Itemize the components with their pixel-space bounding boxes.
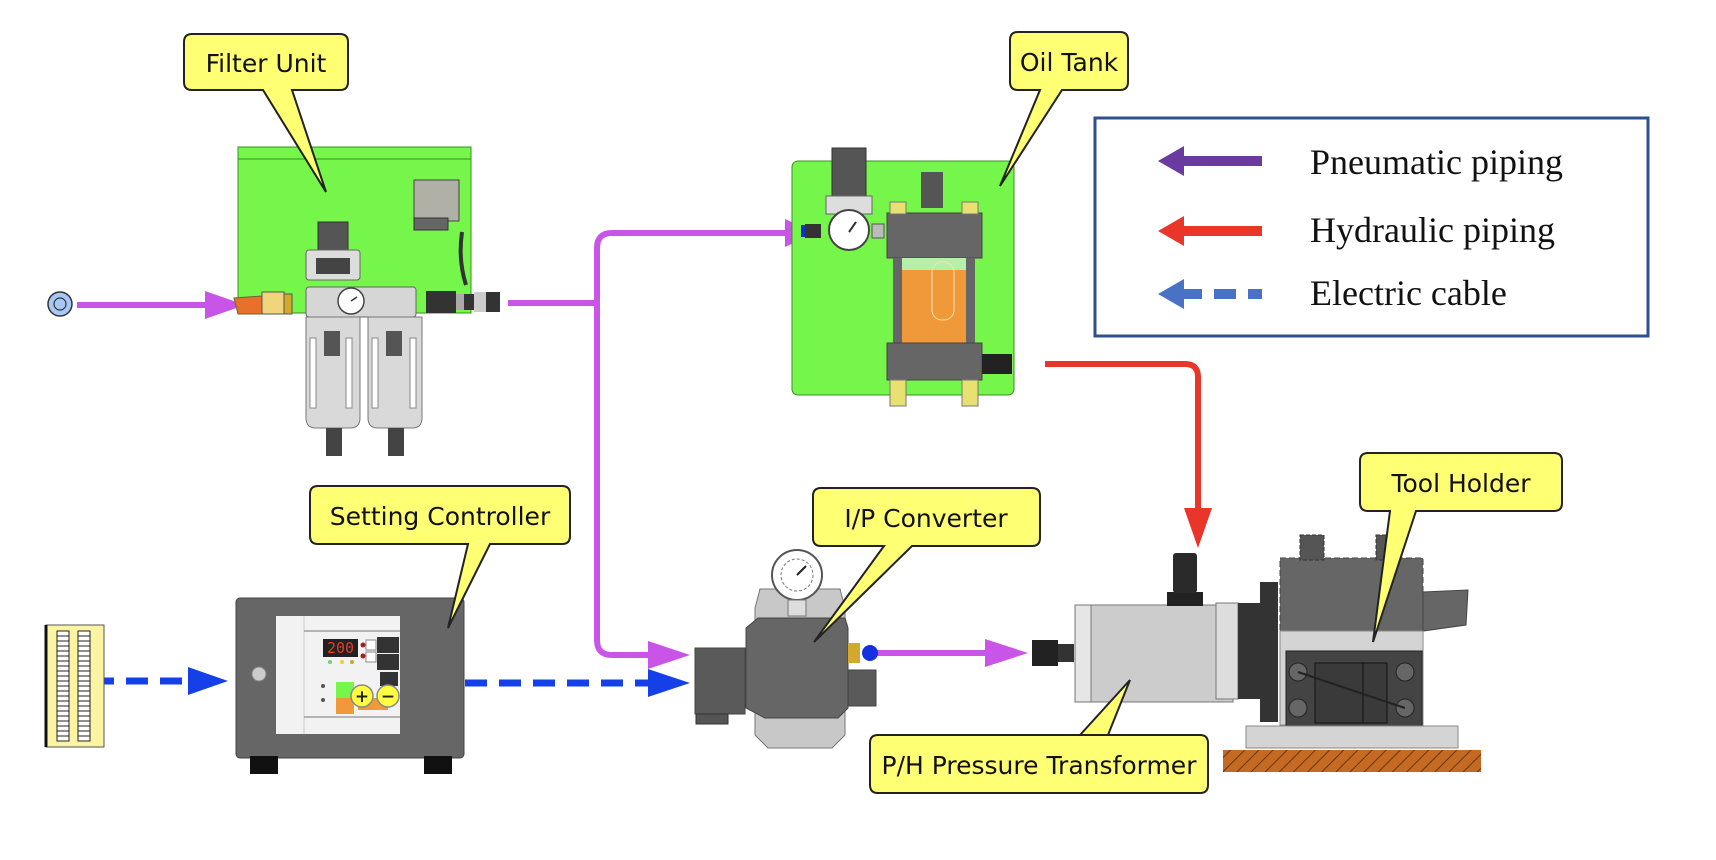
arrowhead: [1184, 508, 1212, 548]
legend-item-pneumatic: Pneumatic piping: [1158, 142, 1563, 182]
arrowhead: [985, 639, 1028, 667]
legend-label: Electric cable: [1310, 273, 1507, 313]
legend-arrow-icon: [1158, 146, 1184, 176]
ground-base: [1223, 750, 1481, 772]
electric-cables: [92, 667, 690, 697]
minus-button[interactable]: [376, 684, 400, 708]
arrowhead: [648, 641, 690, 669]
callout-ph-transformer: P/H Pressure Transformer: [869, 679, 1209, 794]
legend-arrow-icon: [1158, 279, 1184, 309]
arrowhead: [648, 669, 690, 697]
legend-item-electric: Electric cable: [1158, 273, 1507, 313]
minus-symbol: −: [381, 687, 395, 707]
callout-ip-converter: I/P Converter: [812, 487, 1041, 643]
callout-oil-tank: Oil Tank: [999, 31, 1129, 187]
setting-controller: 200 + −: [235, 597, 465, 774]
filter-unit: [233, 146, 500, 456]
callout-tool-holder: Tool Holder: [1359, 452, 1563, 643]
hydraulic-pipe: [1045, 361, 1212, 548]
callout-setting-controller: Setting Controller: [309, 485, 571, 629]
arrowhead: [188, 667, 228, 695]
callout-label: Oil Tank: [1020, 48, 1119, 77]
terminal-block: [44, 624, 105, 748]
callout-label: Setting Controller: [330, 502, 551, 531]
ip-converter: [694, 549, 878, 749]
digital-display: [323, 639, 358, 657]
plus-symbol: +: [355, 687, 369, 707]
pipe-junction-to-oiltank: [594, 230, 785, 303]
legend-item-hydraulic: Hydraulic piping: [1158, 210, 1555, 250]
arrowhead: [205, 291, 245, 319]
callout-label: Filter Unit: [206, 49, 327, 78]
display-value: 200: [327, 639, 354, 657]
oil-tank: [791, 147, 1015, 407]
pipe-junction-to-ipconverter: [594, 303, 650, 658]
legend: Pneumatic piping Hydraulic piping Electr…: [1093, 116, 1650, 338]
legend-arrow-icon: [1158, 216, 1184, 246]
air-supply-port: [47, 291, 73, 317]
pneumatic-pipes: [77, 230, 985, 658]
pipe-oiltank-to-transformer: [1045, 361, 1201, 508]
power-switch[interactable]: [251, 666, 267, 682]
callout-filter-unit: Filter Unit: [183, 33, 349, 193]
plus-button[interactable]: [350, 684, 374, 708]
tool-holder: [1215, 534, 1481, 772]
callout-label: P/H Pressure Transformer: [882, 751, 1198, 780]
callout-label: Tool Holder: [1390, 469, 1531, 498]
tool-holder-top: [1279, 557, 1424, 632]
callout-label: I/P Converter: [844, 504, 1008, 533]
legend-label: Hydraulic piping: [1310, 210, 1555, 250]
legend-label: Pneumatic piping: [1310, 142, 1563, 182]
ph-pressure-transformer: [1032, 553, 1234, 703]
oil-tank-gauge: [828, 209, 870, 251]
